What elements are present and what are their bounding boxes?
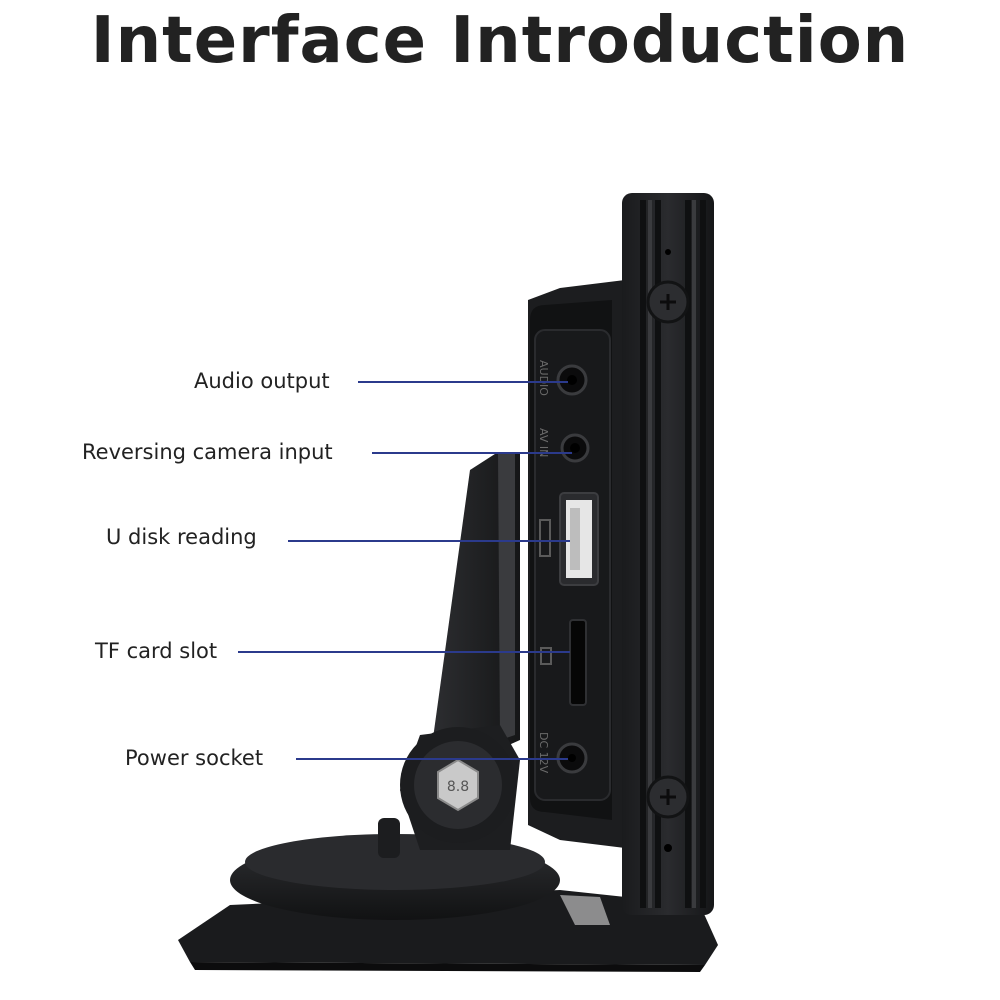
label-audio-output: Audio output: [194, 369, 330, 393]
screen-frame: [622, 193, 714, 915]
av-in-marking: AV IN: [537, 428, 550, 457]
leader-reversing-camera-input: [372, 452, 572, 454]
bolt-marking: 8.8: [447, 779, 469, 795]
av-in-port[interactable]: AV IN: [537, 428, 590, 463]
usb-port[interactable]: [539, 492, 599, 586]
screw-top-icon: [646, 280, 690, 324]
label-tf-card-slot: TF card slot: [95, 639, 218, 663]
leader-power-socket: [296, 758, 568, 760]
label-reversing-camera-input: Reversing camera input: [82, 440, 333, 464]
label-power-socket: Power socket: [125, 746, 264, 770]
leader-audio-output: [358, 381, 568, 383]
label-u-disk-reading: U disk reading: [106, 525, 257, 549]
screw-bottom-icon: [646, 775, 690, 819]
page-title: Interface Introduction: [90, 4, 910, 78]
sd-card-icon: [540, 647, 552, 665]
audio-marking: AUDIO: [537, 360, 550, 396]
audio-port[interactable]: AUDIO: [537, 360, 588, 396]
leader-u-disk-reading: [288, 540, 570, 542]
tf-card-port[interactable]: [540, 619, 587, 706]
dc-marking: DC 12V: [537, 732, 550, 774]
hinge-knob: 8.8: [400, 727, 516, 843]
base-dome: [230, 818, 560, 920]
usb-icon: [539, 519, 551, 557]
leader-tf-card-slot: [238, 651, 570, 653]
